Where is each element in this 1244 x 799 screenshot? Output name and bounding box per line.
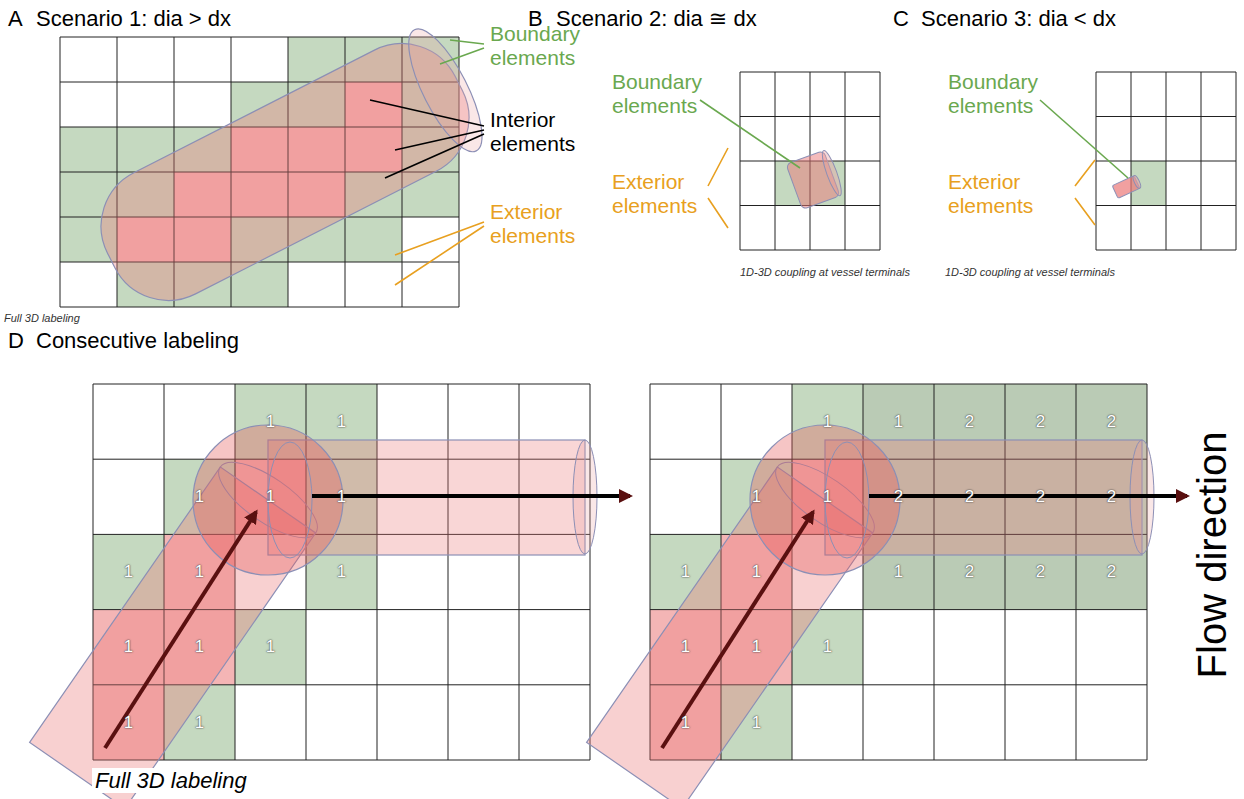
- cell-label: 2: [1107, 487, 1116, 507]
- callout-label: Interior elements: [490, 108, 600, 156]
- cell-label: 1: [681, 713, 690, 733]
- cell-label: 1: [752, 562, 761, 582]
- cell-label: 2: [1107, 412, 1116, 432]
- grid-line: [650, 384, 1147, 385]
- note: Full 3D labeling: [92, 768, 250, 793]
- panel-title: Scenario 1: dia > dx: [36, 6, 231, 31]
- note: 1D-3D coupling at vessel terminals: [945, 266, 1115, 279]
- cell-label: 1: [337, 487, 346, 507]
- panel-letter: B: [528, 6, 543, 31]
- grid-cell: [345, 217, 402, 262]
- panel-title: Consecutive labeling: [36, 328, 239, 353]
- cell-label: 1: [195, 637, 204, 657]
- cell-label: 1: [337, 562, 346, 582]
- cell-label: 1: [752, 713, 761, 733]
- cell-label: 1: [124, 637, 133, 657]
- cell-label: 1: [752, 637, 761, 657]
- leader-lines: [370, 40, 1128, 285]
- cell-label: 1: [195, 713, 204, 733]
- grid-line: [1096, 72, 1236, 73]
- callout-label: Exterior elements: [490, 200, 600, 248]
- grid-line: [60, 307, 459, 308]
- cell-label: 1: [337, 412, 346, 432]
- cell-label: 1: [894, 562, 903, 582]
- cell-label: 1: [894, 412, 903, 432]
- cell-label: 1: [752, 487, 761, 507]
- cell-label: 1: [124, 562, 133, 582]
- grid-cell: [1131, 161, 1166, 206]
- grid-line: [93, 760, 590, 761]
- cell-label: 1: [195, 562, 204, 582]
- grid-line: [590, 384, 591, 760]
- note: 1D-3D coupling at vessel terminals: [740, 266, 910, 279]
- cell-label: 2: [965, 412, 974, 432]
- grid-line: [60, 37, 459, 38]
- callout-label: Boundary elements: [948, 70, 1058, 118]
- grid-line: [1096, 161, 1236, 162]
- cell-label: 1: [681, 637, 690, 657]
- cell-label: 1: [266, 487, 275, 507]
- callout-label: Exterior elements: [948, 170, 1058, 218]
- panel-title: Scenario 2: dia ≅ dx: [556, 6, 757, 31]
- cell-label: 2: [965, 562, 974, 582]
- cell-label: 1: [124, 713, 133, 733]
- cell-label: 1: [266, 412, 275, 432]
- callout-label: Boundary elements: [612, 70, 722, 118]
- cell-label: 1: [266, 637, 275, 657]
- vessel-junction: [30, 425, 630, 799]
- panel-letter: D: [8, 328, 24, 353]
- cell-label: 1: [823, 412, 832, 432]
- axis-label: Flow direction: [1189, 432, 1235, 679]
- cell-label: 1: [195, 487, 204, 507]
- cell-label: 2: [1036, 412, 1045, 432]
- callout-label: Exterior elements: [612, 170, 722, 218]
- grid-line: [1096, 116, 1236, 117]
- grid-line: [740, 116, 880, 117]
- cell-label: 2: [965, 487, 974, 507]
- panel-title: Scenario 3: dia < dx: [921, 6, 1116, 31]
- cell-label: 2: [894, 487, 903, 507]
- cell-label: 1: [823, 637, 832, 657]
- cell-label: 1: [823, 487, 832, 507]
- note: Full 3D labeling: [4, 312, 80, 325]
- grid-line: [740, 72, 880, 73]
- grid-line: [740, 250, 880, 251]
- cell-label: 1: [681, 562, 690, 582]
- grid-line: [93, 384, 590, 385]
- grid-cell: [60, 127, 117, 172]
- vessel-cylinder: [786, 149, 845, 209]
- vessel-cylinder: [80, 20, 495, 321]
- panel-letter: C: [893, 6, 909, 31]
- grid-line: [1096, 250, 1236, 251]
- cell-label: 2: [1107, 562, 1116, 582]
- grid-line: [1147, 384, 1148, 760]
- grid-line: [650, 760, 1147, 761]
- cell-label: 2: [1036, 487, 1045, 507]
- cell-label: 2: [1036, 562, 1045, 582]
- grid-line: [1096, 205, 1236, 206]
- panel-letter: A: [8, 6, 23, 31]
